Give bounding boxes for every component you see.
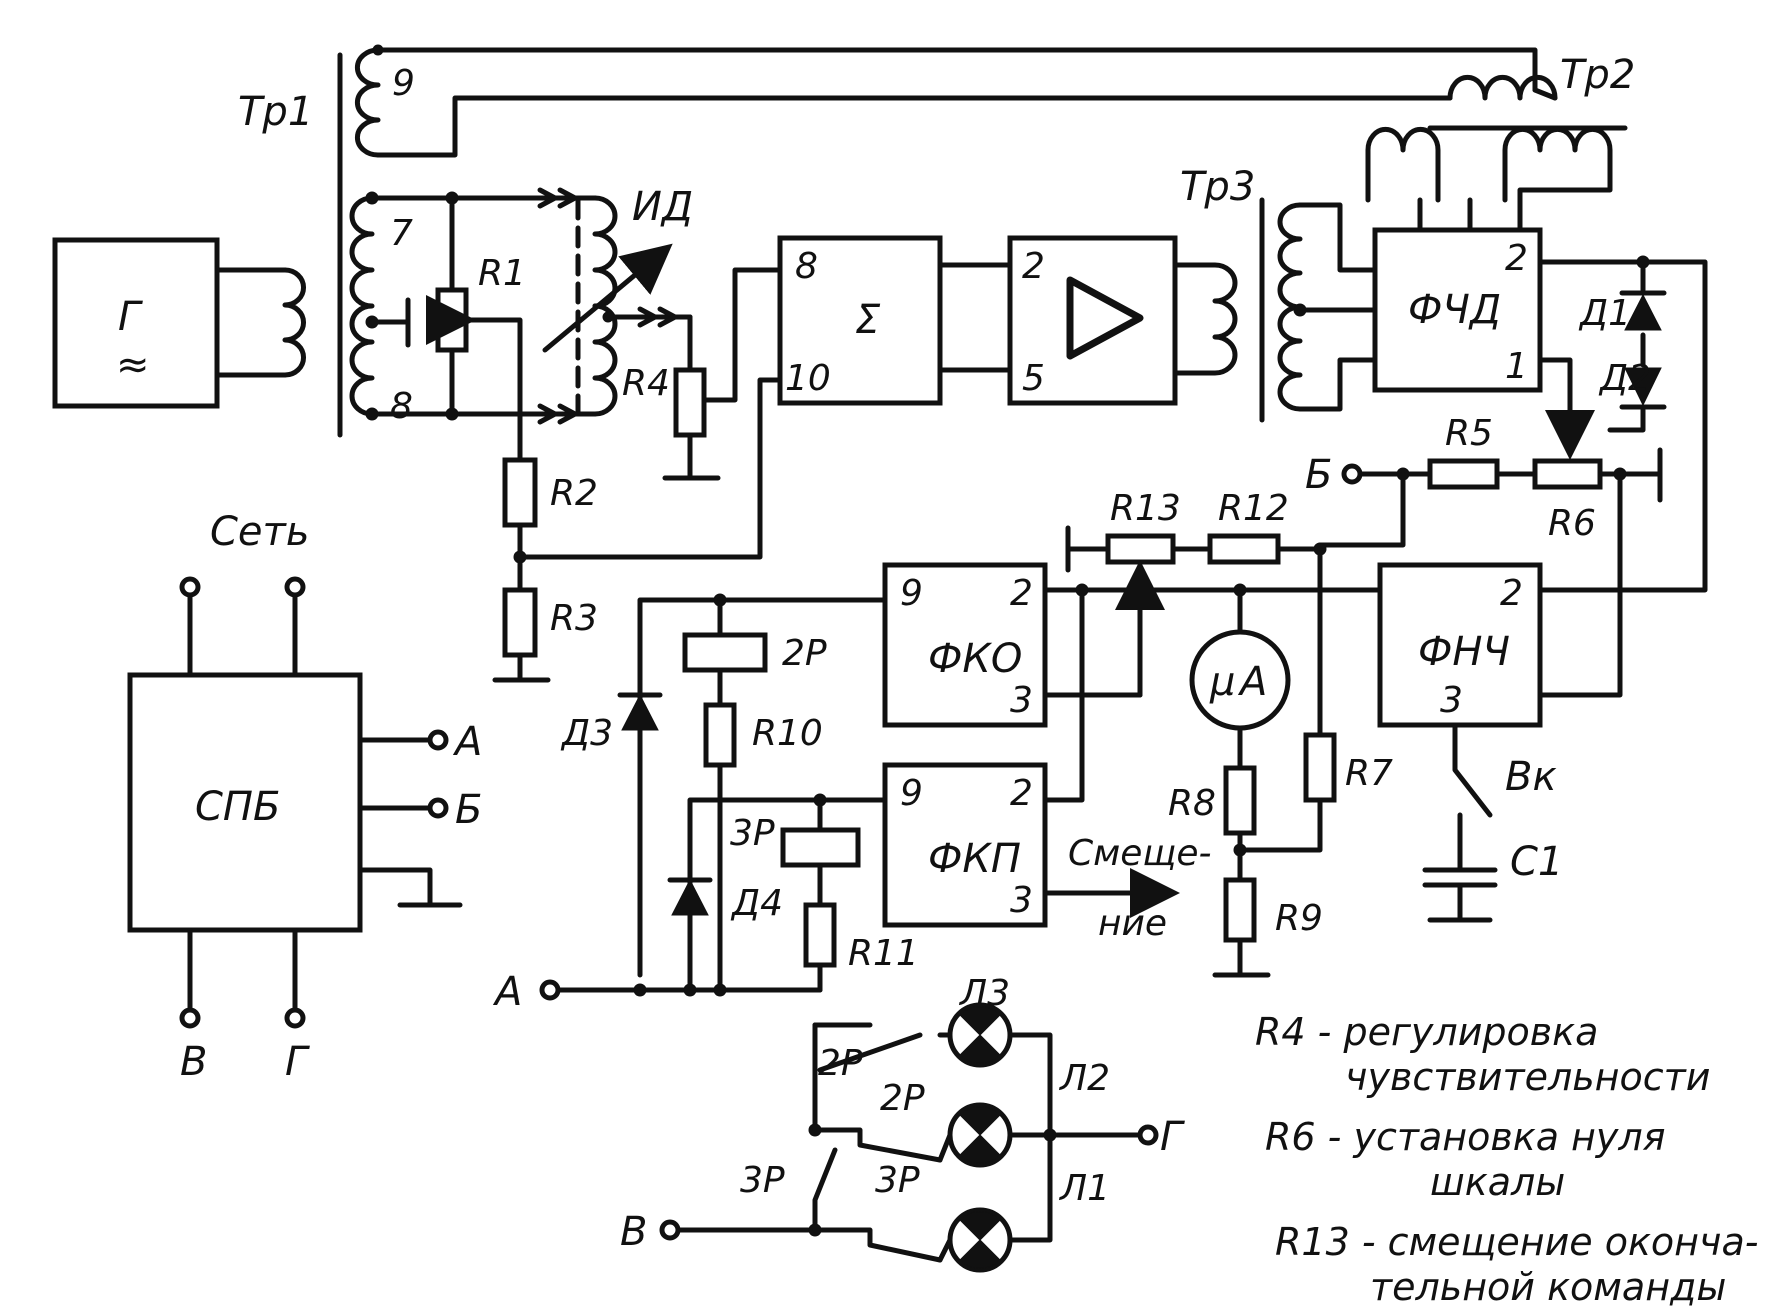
generator-tilde: ≈ [116,342,150,388]
fchd-pin-1: 1 [1505,346,1528,387]
c1-label: С1 [1510,839,1563,885]
amplifier-block: 2 5 [1007,235,1178,406]
tr1-winding-9: 9 [392,63,415,104]
bias-label-1: Смеще- [1068,833,1212,874]
inductive-sensor-id: ИД [537,184,693,425]
fko-label: ФКО [928,636,1022,682]
amp-input-5: 5 [1022,358,1045,399]
fkp-pin-3: 3 [1010,880,1033,921]
spb-out-b: Б [455,787,482,833]
tr1-winding-8: 8 [390,386,413,427]
resistors-r5-r6: Б R5 R6 [1305,413,1663,698]
note-r6-line2: шкалы [1430,1160,1565,1204]
spb-out-v: В [180,1039,207,1085]
vk-label: Вк [1505,754,1557,800]
generator: Г ≈ [52,237,306,409]
fkp-label: ФКП [928,836,1021,882]
lamp-2-label: Л2 [1058,1058,1110,1099]
relay-3p-label: 3Р [730,813,775,854]
amp-input-2: 2 [1022,246,1045,287]
id-label: ИД [632,184,693,230]
relay-contact-2p-a: 2Р [818,1043,863,1084]
block-fnch: 2 3 ФНЧ Вк С1 [1377,562,1563,923]
relay-contact-3p-a: 3Р [740,1160,785,1201]
fnch-pin-2: 2 [1500,573,1523,614]
fchd-pin-2: 2 [1505,238,1528,279]
terminal-a-label: А [492,969,522,1015]
block-fkp: 9 2 3 ФКП Смеще- ние [882,587,1212,944]
generator-symbol: Г [118,294,143,340]
mains-label: Сеть [210,509,309,555]
fko-pin-9: 9 [900,573,923,614]
d2-label: Д2 [1598,358,1651,399]
r12-label: R12 [1218,488,1289,529]
relay-circuit: 2Р R10 Д3 3Р R11 Д4 А [492,593,1085,1015]
tr3-label: Тр3 [1180,164,1255,210]
transformer-tr2: Тр2 [1365,52,1635,233]
lamp-1-label: Л1 [1058,1168,1110,1209]
terminal-g-label: Г [1160,1114,1185,1160]
d4-label: Д4 [730,883,783,924]
d3-label: Д3 [560,713,613,754]
fkp-pin-9: 9 [900,773,923,814]
summator-block: 8 10 Σ [777,235,943,406]
block-fko: 9 2 3 ФКО [882,562,1383,728]
sum-symbol: Σ [855,297,881,343]
resistor-r4: R4 [622,267,783,481]
r4-label: R4 [622,363,670,404]
meter-mu: μ [1209,659,1235,705]
r3-label: R3 [550,598,598,639]
r7-label: R7 [1345,753,1393,794]
note-r13-line1: R13 - смещение оконча- [1275,1220,1758,1264]
sum-input-10: 10 [785,358,831,399]
meter-a: A [1237,659,1267,705]
r10-label: R10 [752,713,823,754]
indicator-lamps: В Л3 Л2 Л1 Г 2Р 2Р 3Р 3Р [620,973,1185,1273]
resistor-r1: R1 [369,191,543,463]
tr1-label: Тр1 [238,89,313,135]
spb-label: СПБ [195,784,280,830]
note-r13-line2: тельной команды [1370,1265,1726,1309]
fkp-pin-2: 2 [1010,773,1033,814]
relay-contact-2p-b: 2Р [880,1078,925,1119]
tr1-winding-7: 7 [390,213,413,254]
power-supply-spb: СПБ Сеть А Б В Г [127,509,482,1085]
r2-label: R2 [550,473,598,514]
meter-circuit: μ A R7 R8 R9 [1168,546,1393,978]
fnch-label: ФНЧ [1418,629,1510,675]
tr2-label: Тр2 [1560,52,1635,98]
bias-label-2: ние [1098,903,1167,944]
terminal-v-label: В [620,1209,647,1255]
transformer-tr1: Тр1 9 7 8 [238,44,415,438]
sum-input-8: 8 [795,246,818,287]
fnch-pin-3: 3 [1440,680,1463,721]
r6-label: R6 [1548,503,1596,544]
spb-out-g: Г [285,1039,310,1085]
note-r6-line1: R6 - установка нуля [1265,1115,1666,1159]
terminal-b-label: Б [1305,452,1332,498]
spb-out-a: А [452,719,482,765]
r8-label: R8 [1168,783,1216,824]
legend-notes: R4 - регулировка чувствительности R6 - у… [1255,1010,1758,1309]
note-r4-line1: R4 - регулировка [1255,1010,1598,1054]
r1-label: R1 [478,253,526,294]
lamp-3-label: Л3 [958,973,1010,1014]
resistor-r2-r3: R2 R3 [492,377,783,683]
note-r4-line2: чувствительности [1345,1055,1710,1099]
phase-detector-fchd: ФЧД 2 1 [1372,227,1543,393]
fko-pin-2: 2 [1010,573,1033,614]
r11-label: R11 [848,933,919,974]
fko-pin-3: 3 [1010,680,1033,721]
fchd-label: ФЧД [1408,287,1501,333]
relay-2p-label: 2Р [782,633,827,674]
transformer-tr3: Тр3 [1180,164,1378,423]
relay-contact-3p-b: 3Р [875,1160,920,1201]
r13-label: R13 [1110,488,1181,529]
r5-label: R5 [1445,413,1493,454]
r9-label: R9 [1275,898,1323,939]
d1-label: Д1 [1578,293,1631,334]
